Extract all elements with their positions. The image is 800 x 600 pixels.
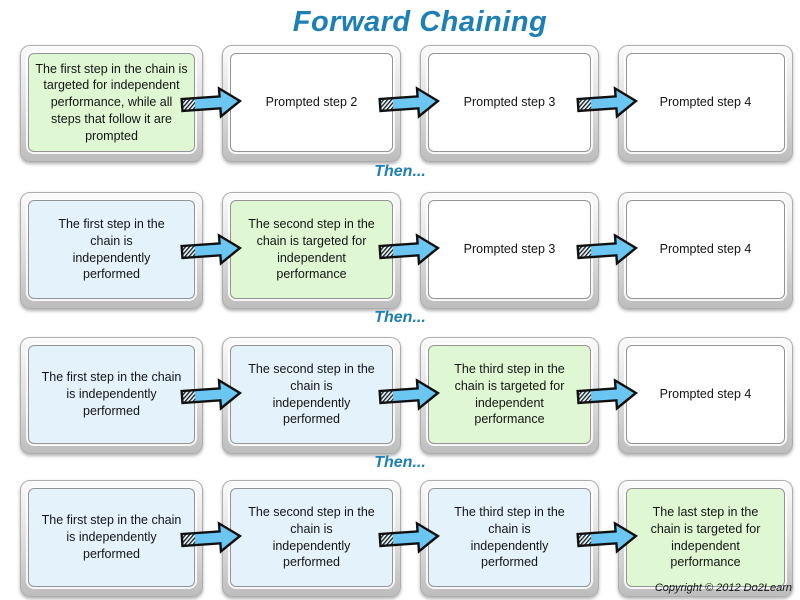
arrow-icon xyxy=(575,519,639,557)
step-box: The first step in the chain is independe… xyxy=(20,337,203,454)
step-box-text: Prompted step 3 xyxy=(428,53,591,152)
arrow-icon xyxy=(575,84,639,122)
step-box: The second step in the chain is independ… xyxy=(222,480,401,597)
step-box-text: Prompted step 2 xyxy=(230,53,393,152)
step-box-text: Prompted step 4 xyxy=(626,53,785,152)
step-box: Prompted step 2 xyxy=(222,45,401,162)
arrow-icon xyxy=(377,231,441,269)
chain-row-1: The first step in the chain is targeted … xyxy=(0,45,800,162)
step-box-text: Prompted step 3 xyxy=(428,200,591,299)
then-label: Then... xyxy=(374,163,426,180)
step-box: The first step in the chain is independe… xyxy=(20,192,203,309)
step-box: The second step in the chain is targeted… xyxy=(222,192,401,309)
arrow-icon xyxy=(377,519,441,557)
copyright-notice: Copyright © 2012 Do2Learn xyxy=(654,582,792,594)
step-box-text: Prompted step 4 xyxy=(626,345,785,444)
step-box: Prompted step 4 xyxy=(618,337,793,454)
chain-row-4: The first step in the chain is independe… xyxy=(0,480,800,597)
step-box: The third step in the chain is targeted … xyxy=(420,337,599,454)
step-box: Prompted step 3 xyxy=(420,192,599,309)
diagram-title: Forward Chaining xyxy=(292,6,548,38)
step-box-text: The first step in the chain is independe… xyxy=(28,345,195,444)
arrow-icon xyxy=(575,231,639,269)
step-box-text: The third step in the chain is independe… xyxy=(428,488,591,587)
step-box-text: The second step in the chain is targeted… xyxy=(230,200,393,299)
arrow-icon xyxy=(179,84,243,122)
step-box-text: The first step in the chain is independe… xyxy=(28,488,195,587)
arrow-icon xyxy=(179,519,243,557)
then-label: Then... xyxy=(374,309,426,326)
step-box: The last step in the chain is targeted f… xyxy=(618,480,793,597)
arrow-icon xyxy=(377,376,441,414)
step-box-text: The first step in the chain is independe… xyxy=(28,200,195,299)
chain-row-3: The first step in the chain is independe… xyxy=(0,337,800,454)
step-box: The first step in the chain is independe… xyxy=(20,480,203,597)
arrow-icon xyxy=(179,231,243,269)
step-box: Prompted step 4 xyxy=(618,192,793,309)
step-box: Prompted step 4 xyxy=(618,45,793,162)
step-box-text: The third step in the chain is targeted … xyxy=(428,345,591,444)
then-label: Then... xyxy=(374,454,426,471)
step-box-text: The last step in the chain is targeted f… xyxy=(626,488,785,587)
step-box: Prompted step 3 xyxy=(420,45,599,162)
chain-row-2: The first step in the chain is independe… xyxy=(0,192,800,309)
arrow-icon xyxy=(377,84,441,122)
step-box-text: The first step in the chain is targeted … xyxy=(28,53,195,152)
arrow-icon xyxy=(179,376,243,414)
step-box-text: The second step in the chain is independ… xyxy=(230,345,393,444)
step-box: The second step in the chain is independ… xyxy=(222,337,401,454)
step-box: The third step in the chain is independe… xyxy=(420,480,599,597)
step-box-text: Prompted step 4 xyxy=(626,200,785,299)
step-box: The first step in the chain is targeted … xyxy=(20,45,203,162)
arrow-icon xyxy=(575,376,639,414)
step-box-text: The second step in the chain is independ… xyxy=(230,488,393,587)
